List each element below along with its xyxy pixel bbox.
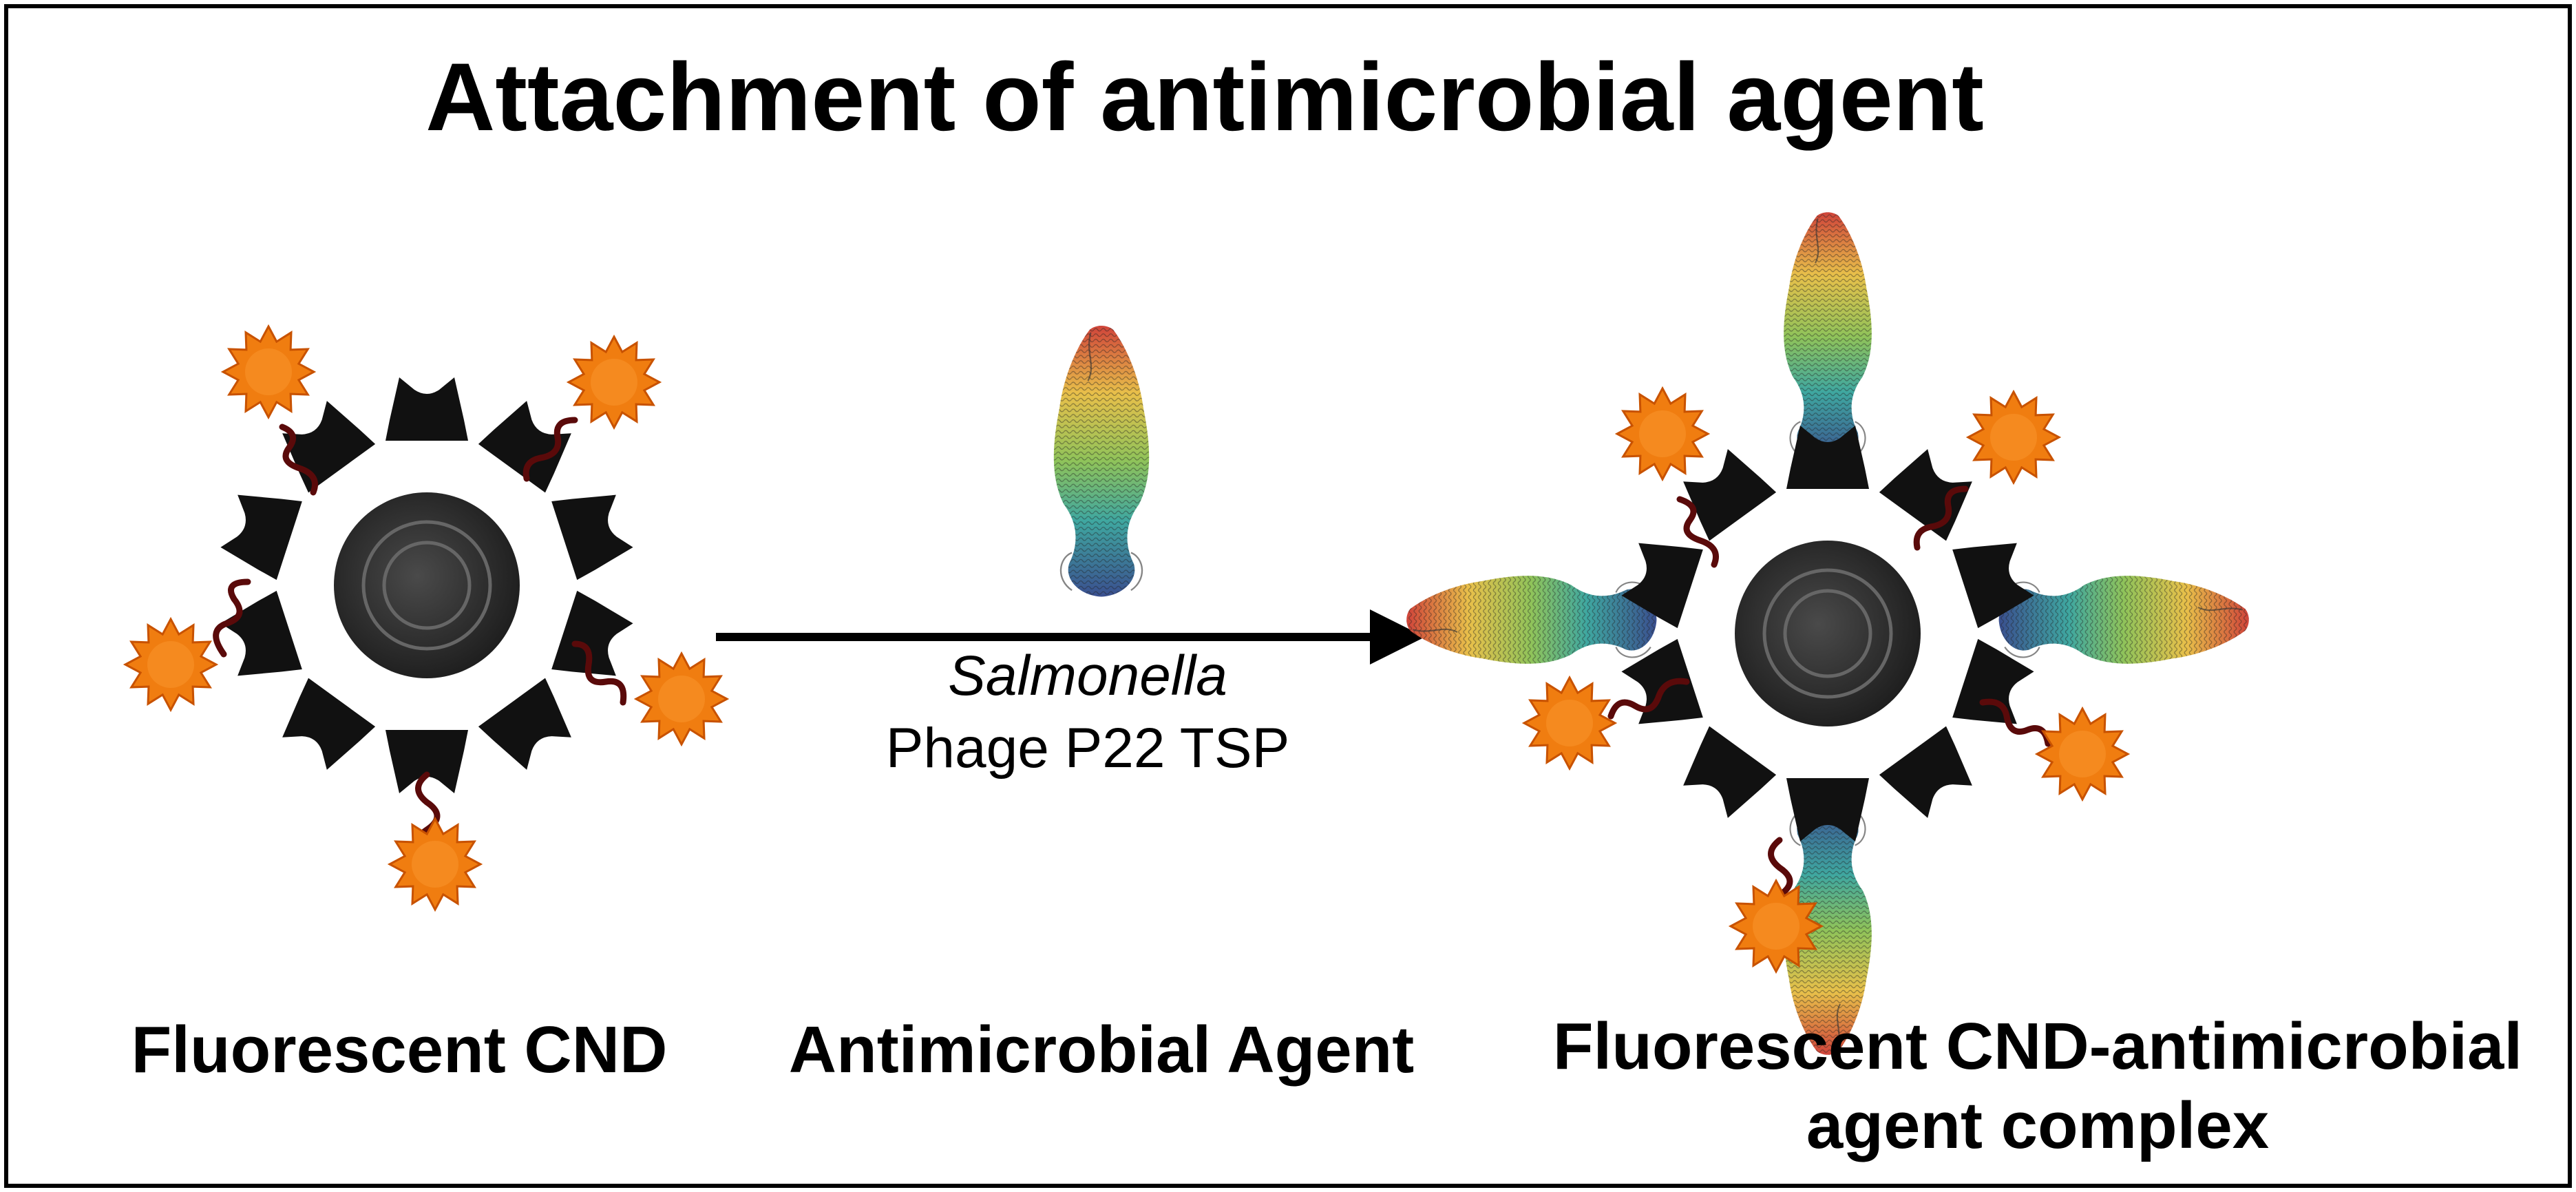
label-antimicrobial-agent: Antimicrobial Agent [788,1013,1415,1087]
cnd-antimicrobial-complex [1406,211,2250,1056]
label-complex-line2: agent complex [1806,1089,2270,1162]
antimicrobial-agent-protein [1053,324,1150,598]
label-fluorescent-cnd: Fluorescent CND [131,1013,668,1087]
label-complex-line1: Fluorescent CND-antimicrobial [1552,1010,2523,1083]
arrow-label-agent: Phage P22 TSP [885,717,1290,780]
figure-title: Attachment of antimicrobial agent [425,43,1984,151]
fluorescent-cnd-particle [124,325,728,911]
reaction-arrow [716,609,1425,665]
figure-border [4,4,2572,1188]
arrow-label-organism: Salmonella [948,645,1227,707]
